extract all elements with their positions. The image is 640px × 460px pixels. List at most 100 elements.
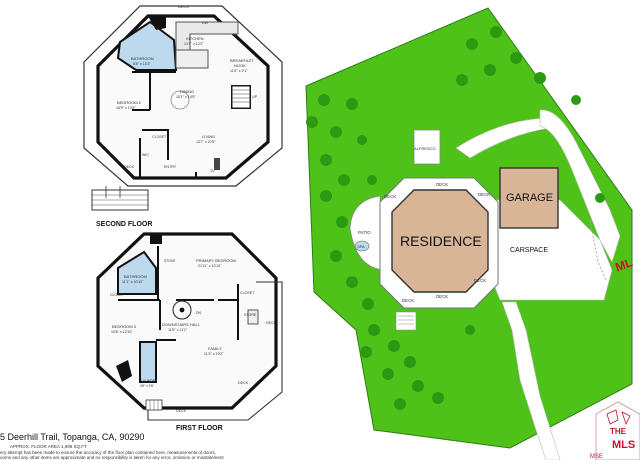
first-floor-deck-bottom-label: DECK (176, 409, 187, 413)
primary-bedroom-label: PRIMARY BEDROOM (196, 258, 236, 263)
logo-text-the: THE (610, 427, 627, 436)
dining-dims: 10'1" x 14'5" (176, 95, 196, 99)
tree (360, 346, 372, 358)
bathroom-label: BATHROOM (131, 56, 154, 61)
tv-unit (214, 158, 220, 170)
first-floor-closet2-label: CLOSET (110, 293, 124, 297)
tree (338, 174, 350, 186)
mls-logo: THE MLS MSE ML (590, 255, 640, 460)
downstairs-hall-label: DOWNSTAIRS HALL (162, 322, 201, 327)
wall-block-bottom (116, 360, 132, 382)
logo-watermark-ml: ML (613, 255, 634, 274)
lower-path (501, 301, 561, 460)
tree (412, 380, 424, 392)
first-floor-entry-doors (145, 399, 163, 411)
tv-label: TV (210, 169, 215, 173)
bedroom3-label: BEDROOM 3 (112, 324, 137, 329)
dw-label: DW (202, 21, 209, 25)
tree (432, 392, 444, 404)
store-label: STORE (244, 313, 257, 317)
first-floor-bathroom-label: BATHROOM (124, 274, 147, 279)
first-floor-title: FIRST FLOOR (176, 425, 223, 432)
tree (346, 98, 358, 110)
breakfast-label: BREAKFAST (230, 58, 254, 63)
spa-pool (354, 240, 370, 252)
second-floor-title: SECOND FLOOR (96, 221, 152, 228)
bathroom-dims: 8'8" x 10'3" (133, 62, 151, 66)
downstairs-hall-dims: 11'5" x 11'1" (168, 328, 188, 332)
laundry-label: LAUNDRY (141, 379, 158, 383)
tree (388, 340, 400, 352)
deck-left-label: DECK (124, 165, 135, 169)
kitchen-dims: 13'1" x 12'2" (184, 42, 204, 46)
garage-building (499, 167, 559, 229)
staircase (231, 85, 251, 109)
tree (490, 26, 502, 38)
tree (404, 356, 416, 368)
breakfast-label-2: NOOK (234, 63, 246, 68)
kitchen-island (175, 49, 209, 69)
tree (394, 398, 406, 410)
deck-label-ne: DECK (478, 192, 490, 197)
first-floor-plan: PRIMARY BEDROOM 21'11" x 10'10" BATHROOM… (96, 232, 283, 432)
logo-text-mls: MLS (612, 439, 635, 451)
stair-down-label: DN (196, 311, 201, 315)
interior-walls (132, 71, 251, 178)
residence-building (391, 189, 489, 293)
wic-label: WIC (142, 153, 149, 157)
second-floor-entry-steps (91, 186, 149, 211)
deck-label-nw: DECK (384, 194, 396, 199)
tree (362, 298, 374, 310)
logo-text-mse: MSE (590, 454, 603, 460)
stair-up-label: UP (252, 95, 258, 99)
trees (306, 26, 605, 410)
residence-label: RESIDENCE (400, 233, 482, 249)
tree (382, 368, 394, 380)
laundry-dims: 4'5" x 9'5" (140, 384, 154, 388)
chimney-block (148, 16, 166, 30)
bedroom2-label: BEDROOM 2 (117, 100, 142, 105)
living-dims: 13'7" x 22'5" (196, 140, 216, 144)
tree (466, 38, 478, 50)
breakfast-dims: 11'5" x 9'1" (230, 69, 248, 73)
primary-bedroom-dims: 21'11" x 10'10" (198, 264, 222, 268)
address-caption: 5 Deerhill Trail, Topanga, CA, 90290 (0, 432, 145, 442)
tree (346, 276, 358, 288)
first-floor-deck-right-label: DECK (266, 321, 277, 325)
logo-hexagon (595, 401, 640, 460)
tree (595, 193, 605, 203)
first-floor-bathroom (117, 250, 157, 295)
first-floor-bathroom-dims: 11'1" x 10'10" (122, 280, 144, 284)
stove (247, 309, 259, 325)
access-road (539, 109, 621, 263)
spiral-stair (172, 300, 192, 320)
second-floor-plan: DECK DW KITCHEN 13'1" x 12'2" BREAKFAST … (83, 4, 283, 228)
disclaimer-line-1: ery attempt has been made to ensure the … (0, 450, 216, 455)
deck-label-north: DECK (436, 182, 448, 187)
laundry-room (139, 341, 157, 383)
deck-label-sw: DECK (402, 298, 414, 303)
wall-block-top (150, 234, 162, 244)
site-plan: RESIDENCE GARAGE CARSPACE ALFRESCO PATIO… (305, 7, 633, 460)
spiral-stair-core (179, 307, 185, 313)
second-floor-entry-label: ENTRY (164, 165, 177, 169)
tree (357, 135, 367, 145)
disclaimer-line-2: ooms and any other items are approximate… (0, 455, 224, 460)
second-floor-deck-outline (83, 5, 283, 187)
living-label: LIVING (202, 134, 215, 139)
bedroom2-dims: 16'9" x 13'9" (116, 106, 136, 110)
tree (368, 324, 380, 336)
site-steps (395, 311, 417, 331)
deck-top-label: DECK (178, 4, 189, 9)
logo-mark (606, 409, 631, 426)
tree (456, 74, 468, 86)
second-floor-closet-label: CLOSET (152, 135, 167, 139)
tree (320, 154, 332, 166)
stove-label: STOVE (164, 259, 176, 263)
tree (465, 325, 475, 335)
tree (320, 190, 332, 202)
alfresco-area (413, 129, 441, 165)
tree (571, 95, 581, 105)
